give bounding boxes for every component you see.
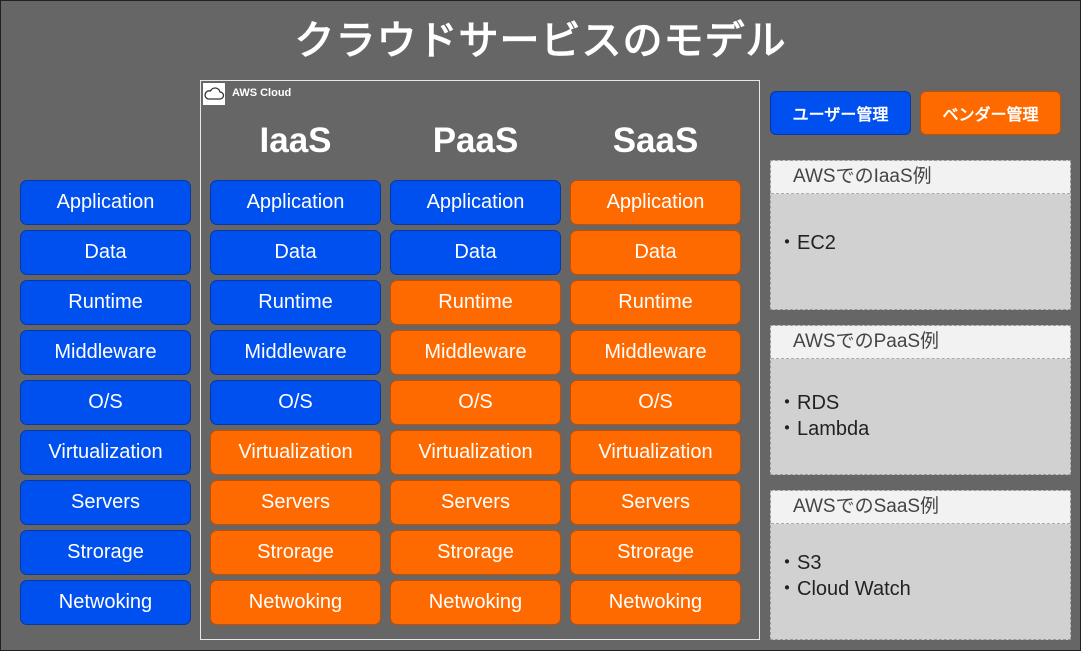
saas-layer-virtualization: Virtualization [570,430,741,475]
on-premises-layer-application: Application [20,180,191,225]
paas-layer-application: Application [390,180,561,225]
saas-header: SaaS [612,121,699,160]
on-premises-layer-middleware: Middleware [20,330,191,375]
iaas-layer-strorage: Strorage [210,530,381,575]
saas-example-item: ・S3 [777,552,822,574]
iaas-header: IaaS [259,121,332,160]
saas-layer-application: Application [570,180,741,225]
paas-layer-netwoking: Netwoking [390,580,561,625]
paas-layer-virtualization: Virtualization [390,430,561,475]
on-premises-layer-servers: Servers [20,480,191,525]
iaas-example-item: ・EC2 [777,232,836,254]
saas-example-title: AWSでのSaaS例 [771,491,1070,524]
saas-example-panel: AWSでのSaaS例 ・S3 ・Cloud Watch [770,490,1071,640]
iaas-layer-netwoking: Netwoking [210,580,381,625]
iaas-example-title: AWSでのIaaS例 [771,161,1070,194]
saas-layer-servers: Servers [570,480,741,525]
paas-example-item: ・Lambda [777,418,870,440]
paas-example-item: ・RDS [777,392,840,414]
on-premises-layer-strorage: Strorage [20,530,191,575]
saas-layer-runtime: Runtime [570,280,741,325]
iaas-layer-runtime: Runtime [210,280,381,325]
iaas-layer-application: Application [210,180,381,225]
on-premises-layer-virtualization: Virtualization [20,430,191,475]
paas-layer-runtime: Runtime [390,280,561,325]
paas-layer-servers: Servers [390,480,561,525]
paas-example-panel: AWSでのPaaS例 ・RDS ・Lambda [770,325,1071,475]
aws-cloud-label: AWS Cloud [232,87,292,99]
legend-vendor-managed: ベンダー管理 [920,91,1061,135]
paas-example-title: AWSでのPaaS例 [771,326,1070,359]
paas-layer-data: Data [390,230,561,275]
on-premises-layer-runtime: Runtime [20,280,191,325]
saas-layer-middleware: Middleware [570,330,741,375]
iaas-layer-middleware: Middleware [210,330,381,375]
saas-layer-strorage: Strorage [570,530,741,575]
paas-layer-middleware: Middleware [390,330,561,375]
iaas-layer-virtualization: Virtualization [210,430,381,475]
saas-layer-o-s: O/S [570,380,741,425]
iaas-layer-o-s: O/S [210,380,381,425]
saas-example-item: ・Cloud Watch [777,578,911,600]
on-premises-layer-o-s: O/S [20,380,191,425]
on-premises-layer-netwoking: Netwoking [20,580,191,625]
on-premises-layer-data: Data [20,230,191,275]
aws-cloud-boundary: AWS Cloud [200,80,760,640]
page-title: クラウドサービスのモデル [294,18,787,64]
paas-layer-o-s: O/S [390,380,561,425]
saas-layer-netwoking: Netwoking [570,580,741,625]
paas-header: PaaS [432,121,519,160]
paas-layer-strorage: Strorage [390,530,561,575]
cloud-icon [203,83,225,105]
iaas-example-panel: AWSでのIaaS例 ・EC2 [770,160,1071,310]
iaas-layer-servers: Servers [210,480,381,525]
iaas-layer-data: Data [210,230,381,275]
saas-layer-data: Data [570,230,741,275]
legend-user-managed: ユーザー管理 [770,91,911,135]
